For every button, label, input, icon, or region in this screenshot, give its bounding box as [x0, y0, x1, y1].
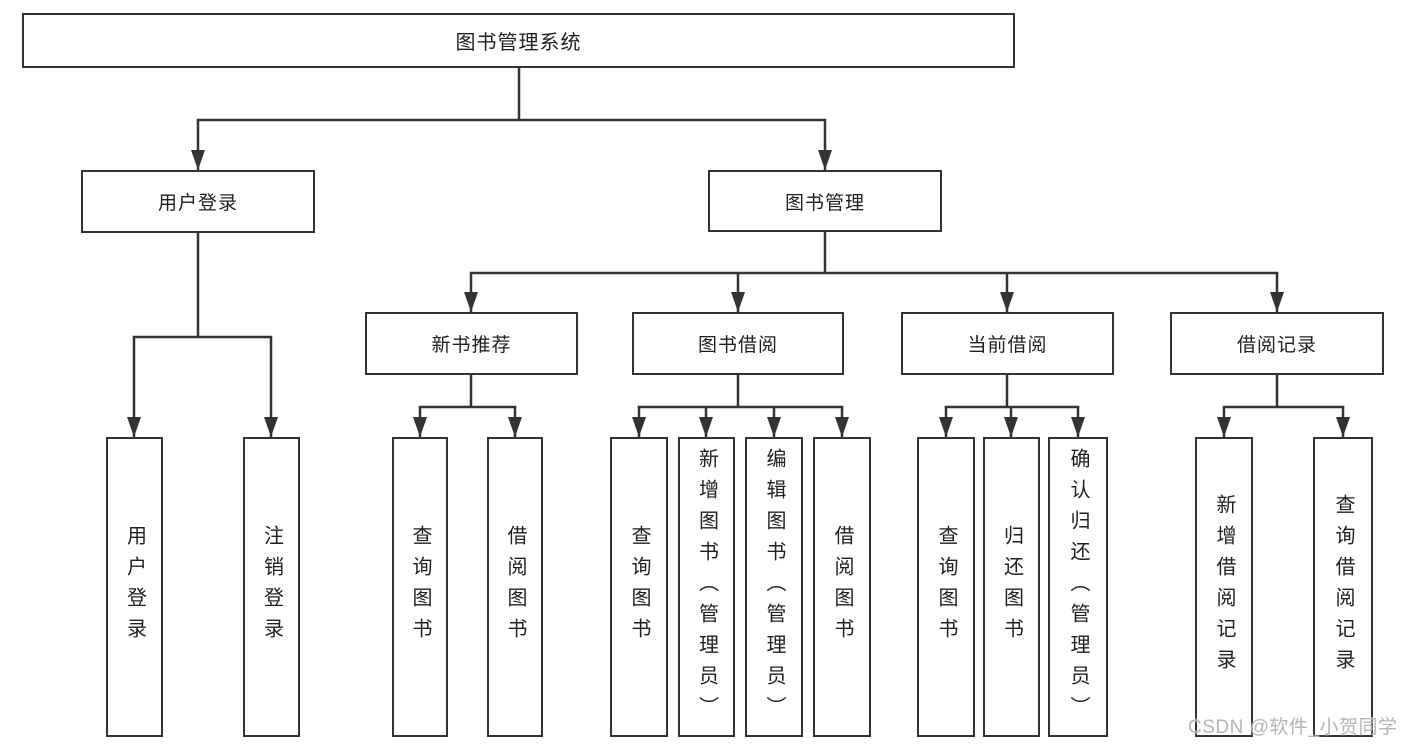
leaf-borrow-books-recommend: 借阅图书: [487, 437, 543, 737]
leaf-query-books-recommend: 查询图书: [392, 437, 448, 737]
watermark: CSDN @软件_小贺同学: [1188, 717, 1398, 738]
node-book-management: 图书管理: [708, 170, 942, 232]
leaf-logout-label: 注销登录: [260, 525, 283, 649]
leaf-borrow-books: 借阅图书: [813, 437, 871, 737]
node-current-borrow-label: 当前借阅: [967, 335, 1048, 356]
node-book-borrow: 图书借阅: [632, 312, 844, 375]
leaf-add-book-admin-label: 新增图书（管理员）: [695, 447, 718, 727]
leaf-query-borrow-record: 查询借阅记录: [1313, 437, 1373, 737]
leaf-add-borrow-record-label: 新增借阅记录: [1213, 494, 1235, 680]
node-book-management-label: 图书管理: [784, 192, 865, 214]
node-library-system-label: 图书管理系统: [455, 32, 582, 54]
node-user-login: 用户登录: [81, 170, 315, 233]
leaf-add-book-admin: 新增图书（管理员）: [678, 437, 735, 737]
leaf-return-book-label: 归还图书: [1000, 525, 1023, 649]
node-user-login-label: 用户登录: [157, 193, 238, 214]
leaf-query-books-borrow-label: 查询图书: [628, 525, 650, 649]
node-book-borrow-label: 图书借阅: [697, 335, 778, 356]
leaf-logout: 注销登录: [243, 437, 300, 737]
node-new-book-recommend: 新书推荐: [365, 312, 578, 375]
leaf-borrow-books-label: 借阅图书: [831, 525, 853, 649]
node-borrow-records-label: 借阅记录: [1236, 335, 1317, 356]
leaf-query-books-current: 查询图书: [917, 437, 975, 737]
leaf-user-login-label: 用户登录: [123, 525, 146, 649]
leaf-confirm-return-admin: 确认归还（管理员）: [1048, 437, 1108, 737]
leaf-query-books-current-label: 查询图书: [935, 525, 957, 649]
leaf-confirm-return-admin-label: 确认归还（管理员）: [1067, 447, 1089, 727]
leaf-borrow-books-recommend-label: 借阅图书: [504, 525, 526, 649]
leaf-add-borrow-record: 新增借阅记录: [1195, 437, 1253, 737]
leaf-user-login: 用户登录: [106, 437, 163, 737]
leaf-query-books-borrow: 查询图书: [610, 437, 668, 737]
leaf-edit-book-admin: 编辑图书（管理员）: [745, 437, 803, 737]
leaf-query-borrow-record-label: 查询借阅记录: [1332, 494, 1354, 680]
node-borrow-records: 借阅记录: [1170, 312, 1384, 375]
leaf-return-book: 归还图书: [983, 437, 1040, 737]
node-library-system: 图书管理系统: [22, 13, 1015, 68]
leaf-edit-book-admin-label: 编辑图书（管理员）: [763, 447, 785, 727]
node-new-book-recommend-label: 新书推荐: [431, 335, 512, 356]
node-current-borrow: 当前借阅: [901, 312, 1114, 375]
leaf-query-books-recommend-label: 查询图书: [409, 525, 431, 649]
